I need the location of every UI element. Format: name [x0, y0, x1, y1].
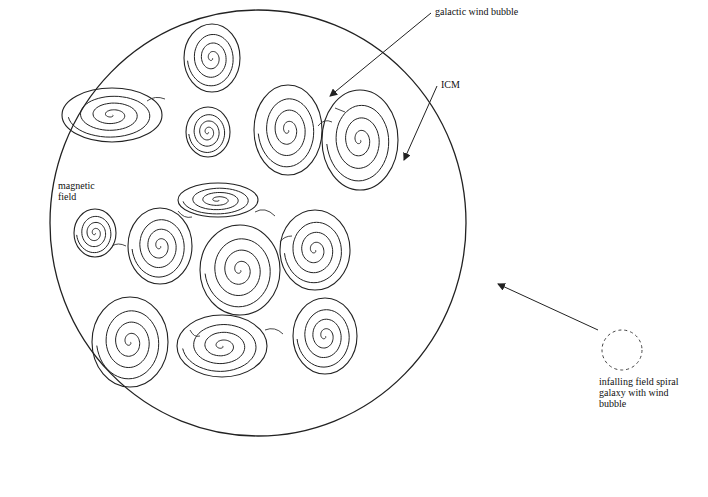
- spiral-arm: [327, 105, 389, 180]
- spiral-arm: [77, 216, 111, 252]
- wind-bubble: [293, 298, 357, 374]
- spiral-galaxies: [62, 24, 398, 387]
- leader-line: [330, 13, 431, 96]
- spiral-arm: [285, 222, 342, 282]
- wind-bubble: [62, 88, 162, 142]
- wind-bubble: [128, 208, 192, 284]
- spiral-arm: [183, 325, 256, 372]
- spiral-arm: [183, 188, 248, 214]
- infall-arrow: [498, 284, 598, 330]
- spiral-arm: [189, 115, 225, 153]
- wind-bubble: [186, 107, 230, 157]
- annotation-label: galactic wind bubble: [433, 6, 557, 17]
- wind-bubble: [92, 297, 168, 387]
- spiral-arm: [97, 311, 159, 379]
- wind-bubble: [200, 225, 280, 315]
- annotation-label: ICM: [439, 79, 483, 90]
- dashed-bubble: [577, 328, 667, 376]
- magnetic-field-lines: [112, 97, 345, 336]
- wind-bubble: [280, 210, 350, 290]
- cluster-boundary: [50, 10, 466, 436]
- leader-line: [404, 86, 437, 160]
- wind-bubble: [178, 183, 258, 217]
- spiral-arm: [258, 99, 313, 167]
- wind-bubble: [322, 90, 398, 190]
- spiral-arm: [68, 96, 149, 137]
- spiral-arm: [297, 310, 349, 367]
- wind-bubble: [177, 315, 267, 377]
- node-label: infalling field spiral galaxy with wind …: [599, 376, 687, 409]
- spiral-arm: [205, 239, 270, 307]
- wind-bubble: [184, 24, 240, 92]
- spiral-arm: [188, 35, 234, 86]
- annotation-label: magnetic field: [56, 180, 108, 202]
- spiral-arm: [132, 220, 184, 277]
- wind-bubble: [74, 209, 116, 257]
- wind-bubble: [254, 85, 322, 175]
- infalling-galaxy: infalling field spiral galaxy with wind …: [577, 328, 687, 409]
